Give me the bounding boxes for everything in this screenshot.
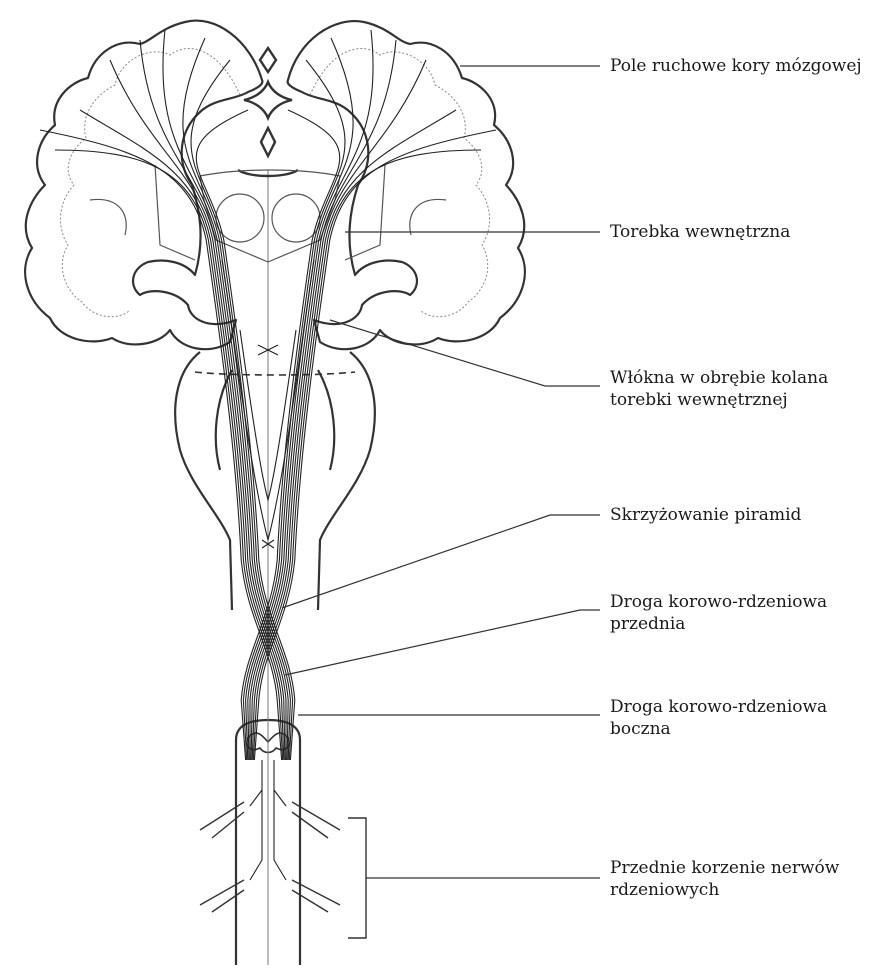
label-internal-capsule: Torebka wewnętrzna [610,222,790,242]
ventricle-upper [260,48,276,72]
label-lateral-tract-1: Droga korowo-rdzeniowa [610,697,827,717]
label-pyramidal-decussation: Skrzyżowanie piramid [610,505,801,525]
fiber-right-5 [248,30,373,760]
label-motor-cortex: Pole ruchowe kory mózgowej [610,56,862,76]
left-root-3 [200,880,244,905]
label-anterior-tract-2: przednia [610,614,685,634]
left-root-2 [212,812,244,838]
label-genu-fibers-2: torebki wewnętrznej [610,390,788,410]
cord-fiber-left [250,760,262,880]
leader-genu-fibers [330,320,600,386]
left-root-4 [212,890,244,912]
leader-decussation [282,515,600,608]
right-hemisphere-outline [288,21,525,349]
cerebral-peduncle-dashed [195,372,355,375]
brainstem-outline [175,352,375,610]
label-anterior-tract-1: Droga korowo-rdzeniowa [610,592,827,612]
ventral-roots-bracket [348,818,366,938]
right-cortex-dotted [310,48,490,316]
fiber-left-5 [163,30,288,760]
label-ventral-roots-1: Przednie korzenie nerwów [610,858,839,878]
ventricle-middle [244,82,292,118]
right-root-4 [292,890,328,912]
leader-anterior-tract [285,610,600,675]
label-genu-fibers-1: Włókna w obrębie kolana [610,368,828,388]
cord-fiber-right [274,760,286,880]
label-ventral-roots-2: rdzeniowych [610,880,719,900]
right-root-2 [292,812,328,838]
label-lateral-tract-2: boczna [610,719,671,739]
ventricle-lower [261,128,275,156]
left-root-1 [200,802,244,830]
